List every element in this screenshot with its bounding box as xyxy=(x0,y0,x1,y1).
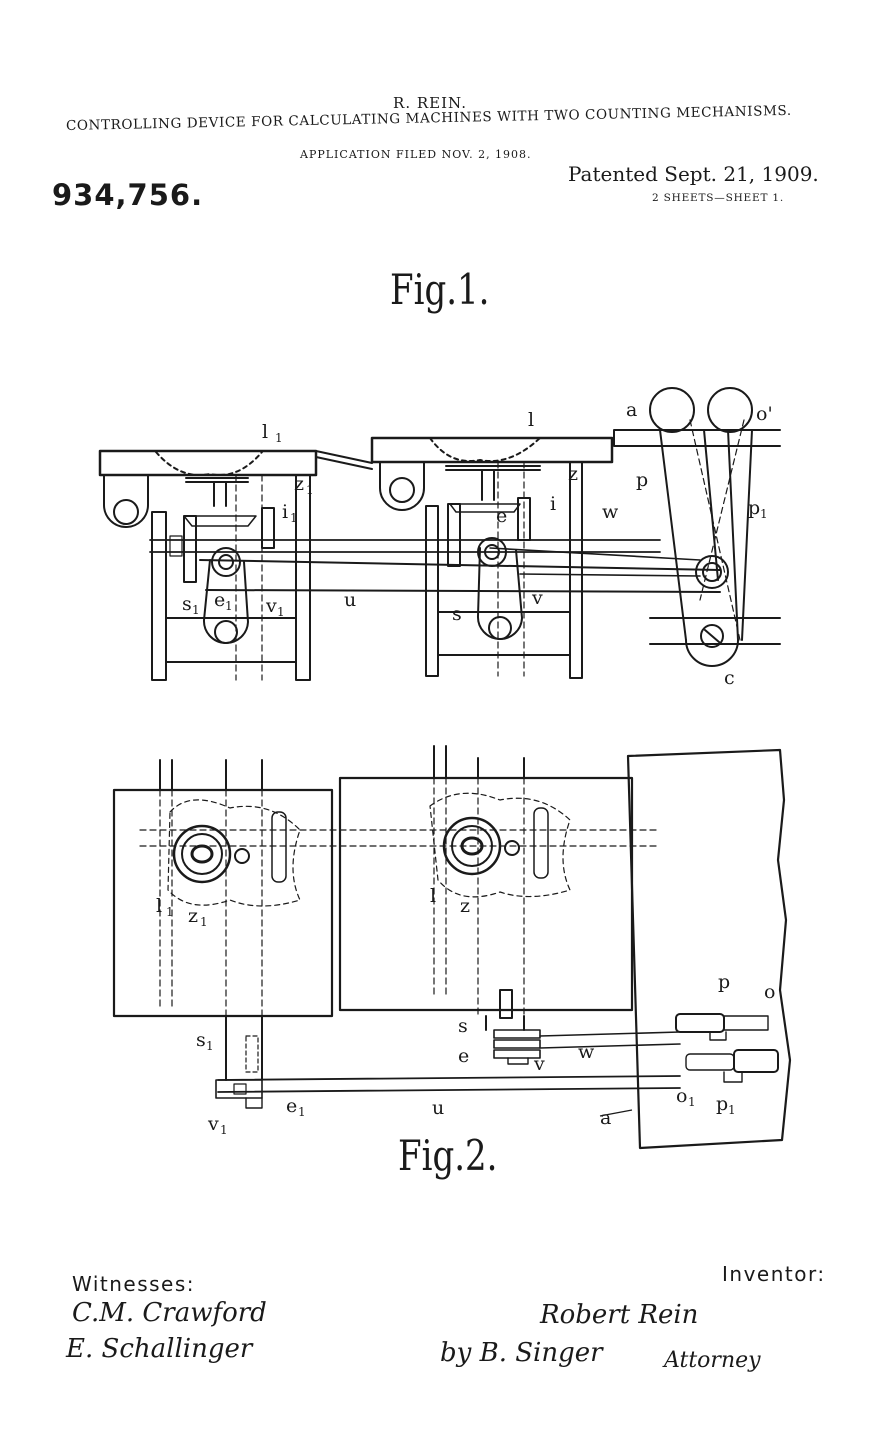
fig2-label-z1: z xyxy=(188,905,198,927)
fig2-label-s: s xyxy=(458,1015,468,1037)
witness-signature-1: C.M. Crawford xyxy=(72,1298,267,1328)
fig2-label-z1-sub: 1 xyxy=(200,915,208,929)
fig1-label-s1-sub: 1 xyxy=(192,603,200,617)
fig2-label-s1-sub: 1 xyxy=(206,1039,214,1053)
witnesses-heading: Witnesses: xyxy=(72,1272,196,1296)
fig1-label-z1-sub: 1 xyxy=(306,483,314,497)
fig1-label-e: e xyxy=(496,505,507,527)
fig1-label-p1-sub: 1 xyxy=(760,507,768,521)
fig2-label-o: o xyxy=(764,981,775,1003)
fig1-label-l: l xyxy=(528,409,534,431)
fig1-label-e1: e xyxy=(214,589,225,611)
fig1-label-i: i xyxy=(550,493,556,515)
fig2-label-e1: e xyxy=(286,1095,297,1117)
fig1-drawing xyxy=(98,387,781,681)
fig2-label-p: p xyxy=(718,971,730,993)
fig1-label-e1-sub: 1 xyxy=(225,599,233,613)
application-filed: APPLICATION FILED NOV. 2, 1908. xyxy=(300,148,532,161)
fig2-label-l1: l xyxy=(156,895,162,917)
fig2-label-u: u xyxy=(432,1097,444,1119)
fig1-label-c: c xyxy=(724,667,735,689)
attorney-label: Attorney xyxy=(664,1348,761,1373)
fig1-label-v1-sub: 1 xyxy=(277,605,285,619)
fig2-label-e: e xyxy=(458,1045,469,1067)
fig1-labels: a o' l 1 l z 1 z p p 1 i 1 e i w s 1 e 1… xyxy=(182,399,773,689)
fig2-label-o1: o xyxy=(676,1085,687,1107)
fig1-label-v1: v xyxy=(265,595,277,617)
fig2-label-v1: v xyxy=(207,1113,219,1135)
fig1-label-z1: z xyxy=(294,473,304,495)
fig1-label-v: v xyxy=(531,587,543,609)
fig2-label-p1: p xyxy=(716,1093,728,1115)
fig1-label-w: w xyxy=(602,501,619,523)
fig2-drawing xyxy=(112,745,792,1150)
fig1-label-s1: s xyxy=(182,593,192,615)
attorney-signature: by B. Singer xyxy=(440,1338,603,1368)
sheet-count: 2 SHEETS—SHEET 1. xyxy=(652,192,785,204)
fig1-label-p: p xyxy=(636,469,648,491)
fig1-label-i1-sub: 1 xyxy=(290,511,298,525)
fig1-label-p1: p xyxy=(748,497,760,519)
patent-number: 934,756. xyxy=(52,178,204,212)
fig2-labels: l 1 z 1 l z p o s s 1 e w v o 1 p 1 e 1 … xyxy=(156,885,775,1137)
fig1-label-u: u xyxy=(344,589,356,611)
fig1-label-o-prime: o' xyxy=(756,403,773,425)
patented-date: Patented Sept. 21, 1909. xyxy=(568,162,819,186)
fig2-label-l1-sub: 1 xyxy=(166,905,174,919)
fig2-label-o1-sub: 1 xyxy=(688,1095,696,1109)
inventor-name: R. REIN. xyxy=(393,94,467,112)
fig2-label-v1-sub: 1 xyxy=(220,1123,228,1137)
fig1-caption: Fig.1. xyxy=(390,265,490,315)
fig2-label-p1-sub: 1 xyxy=(728,1103,736,1117)
fig1-label-a: a xyxy=(626,399,637,421)
fig2-label-z: z xyxy=(460,895,470,917)
fig2-label-l: l xyxy=(430,885,436,907)
inventor-signature: Robert Rein xyxy=(540,1300,699,1330)
fig2-label-a: a xyxy=(600,1107,611,1129)
fig1-label-s: s xyxy=(452,603,462,625)
witness-signature-2: E. Schallinger xyxy=(66,1334,253,1364)
fig1-label-l1: l xyxy=(262,421,268,443)
fig1-label-z: z xyxy=(568,463,578,485)
fig2-label-s1: s xyxy=(196,1029,206,1051)
fig2-caption: Fig.2. xyxy=(398,1131,498,1181)
fig1-label-i1: i xyxy=(282,501,288,523)
fig2-label-v: v xyxy=(533,1053,545,1075)
fig1-label-l1-sub: 1 xyxy=(275,431,283,445)
fig2-label-w: w xyxy=(578,1041,595,1063)
inventor-heading: Inventor: xyxy=(722,1262,826,1286)
fig2-label-e1-sub: 1 xyxy=(298,1105,306,1119)
